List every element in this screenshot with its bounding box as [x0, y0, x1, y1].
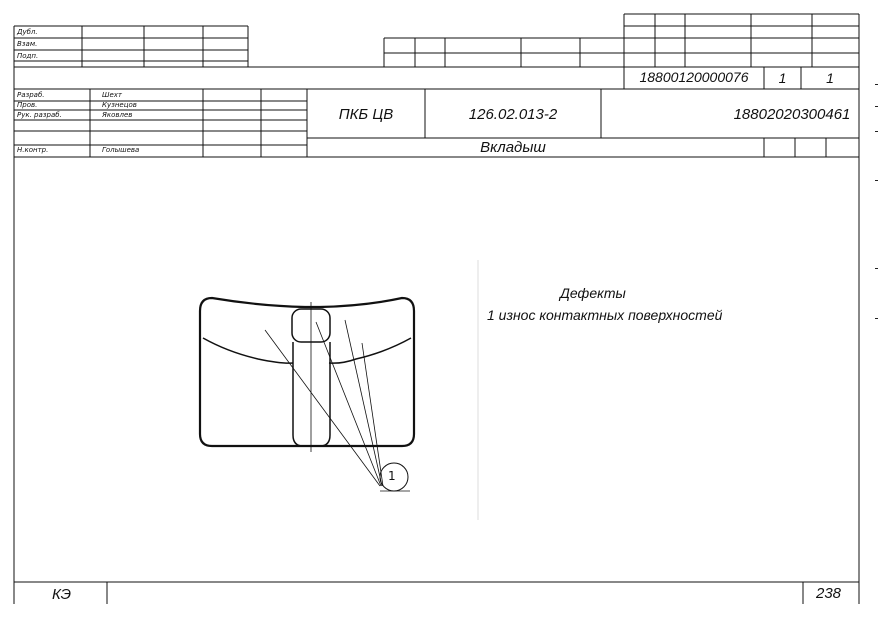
defects-title: Дефекты [560, 285, 626, 301]
edge-tick [875, 318, 878, 319]
role-label: Н.контр. [17, 146, 49, 154]
edge-tick [875, 106, 878, 107]
page-number: 238 [816, 585, 842, 602]
signer-name: Шехт [102, 91, 123, 99]
edge-tick [875, 131, 878, 132]
edge-tick [875, 180, 878, 181]
document-number-top: 18800120000076 [639, 69, 749, 85]
role-label: Разраб. [17, 91, 45, 99]
role-label: Пров. [17, 101, 38, 109]
approval-label: Взам. [17, 40, 38, 48]
doc-code: КЭ [52, 586, 72, 603]
signer-name: Яковлев [102, 111, 133, 119]
part-name: Вкладыш [480, 139, 546, 156]
organization: ПКБ ЦВ [338, 106, 394, 123]
sheet-count: 1 [826, 70, 834, 86]
approval-label: Дубл. [17, 28, 38, 36]
approval-label: Подп. [17, 52, 39, 60]
signer-name: Кузнецов [102, 101, 137, 109]
signer-name: Голышева [102, 146, 140, 154]
callout-number: 1 [388, 469, 396, 483]
edge-tick [875, 268, 878, 269]
document-number-right: 18802020300461 [733, 106, 851, 123]
designation: 126.02.013-2 [468, 106, 558, 123]
role-label: Рук. разраб. [17, 111, 62, 119]
defect-item: 1 износ контактных поверхностей [487, 307, 723, 323]
sheet-number: 1 [778, 70, 787, 86]
edge-tick [875, 84, 878, 85]
part-liner-drawing [198, 296, 416, 492]
